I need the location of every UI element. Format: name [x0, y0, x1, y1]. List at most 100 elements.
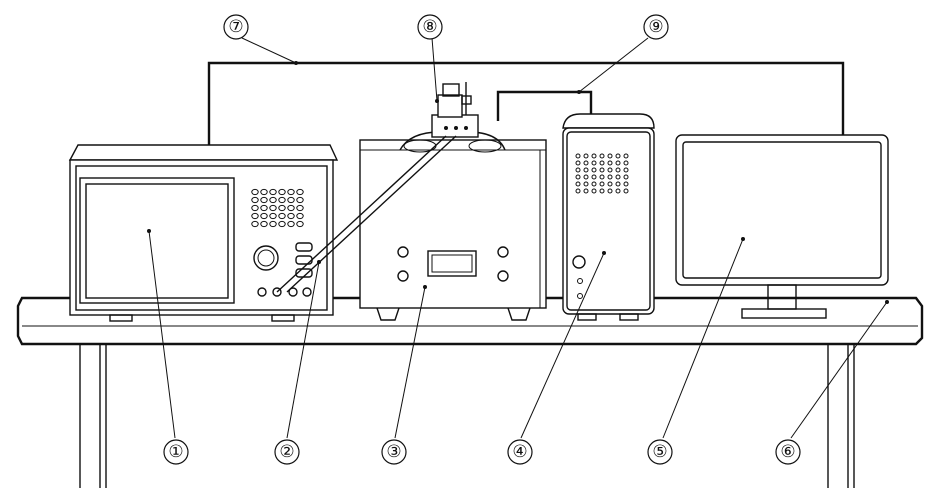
- vent-hole: [583, 153, 589, 159]
- keypad-key: [296, 212, 304, 220]
- keypad-key: [287, 188, 295, 196]
- vent-hole: [623, 188, 629, 194]
- callout-3-label: ③: [386, 442, 401, 462]
- vent-hole: [623, 167, 629, 173]
- callout-4-label: ④: [512, 442, 527, 462]
- keypad-key: [251, 212, 259, 220]
- vent-hole: [575, 167, 581, 173]
- vent-hole: [591, 181, 597, 187]
- callout-5-label: ⑤: [652, 442, 667, 462]
- vent-hole: [575, 174, 581, 180]
- vent-hole: [591, 160, 597, 166]
- vent-hole: [615, 188, 621, 194]
- keypad-key: [296, 204, 304, 212]
- vent-hole: [583, 174, 589, 180]
- callout-7: ⑦: [223, 14, 249, 40]
- vent-hole: [591, 188, 597, 194]
- callout-8: ⑧: [417, 14, 443, 40]
- keypad-key: [278, 212, 286, 220]
- vent-hole: [607, 188, 613, 194]
- keypad-key: [269, 204, 277, 212]
- callout-1-label: ①: [168, 442, 183, 462]
- probe-fixture: [431, 82, 479, 138]
- vent-hole: [623, 181, 629, 187]
- vent-hole: [599, 174, 605, 180]
- table: [16, 296, 924, 488]
- vent-hole: [615, 153, 621, 159]
- vent-hole: [575, 153, 581, 159]
- vent-hole: [599, 153, 605, 159]
- keypad-key: [260, 196, 268, 204]
- vent-hole: [583, 188, 589, 194]
- vent-hole: [583, 181, 589, 187]
- vent-hole: [615, 160, 621, 166]
- vent-hole: [591, 167, 597, 173]
- keypad-key: [251, 188, 259, 196]
- vent-hole: [615, 167, 621, 173]
- keypad-key: [278, 204, 286, 212]
- keypad-key: [296, 188, 304, 196]
- callout-3: ③: [381, 439, 407, 465]
- keypad-key: [296, 196, 304, 204]
- test-chamber-box: [359, 131, 547, 321]
- callout-9: ⑨: [643, 14, 669, 40]
- vent-hole: [615, 181, 621, 187]
- vent-hole: [607, 160, 613, 166]
- vent-hole: [583, 167, 589, 173]
- keypad-key: [287, 204, 295, 212]
- keypad-key: [251, 204, 259, 212]
- keypad-key: [296, 220, 304, 228]
- keypad-key: [260, 188, 268, 196]
- computer-tower: [562, 113, 655, 321]
- keypad-key: [269, 220, 277, 228]
- vent-hole: [599, 160, 605, 166]
- callout-5: ⑤: [647, 439, 673, 465]
- callout-1: ①: [163, 439, 189, 465]
- keypad-key: [278, 220, 286, 228]
- keypad-key: [260, 204, 268, 212]
- cable-9: [496, 90, 593, 121]
- keypad-key: [278, 188, 286, 196]
- vent-hole: [599, 188, 605, 194]
- keypad-key: [251, 196, 259, 204]
- vent-hole: [591, 153, 597, 159]
- keypad-key: [260, 220, 268, 228]
- vent-hole: [591, 174, 597, 180]
- vent-hole: [615, 174, 621, 180]
- instrument-analyzer: [68, 144, 339, 322]
- vent-hole: [599, 181, 605, 187]
- callout-7-label: ⑦: [228, 17, 243, 37]
- vent-hole: [607, 181, 613, 187]
- cable-7: [207, 61, 845, 150]
- vent-hole: [575, 188, 581, 194]
- keypad-grid: [251, 188, 304, 228]
- vent-hole: [607, 153, 613, 159]
- vent-hole: [607, 167, 613, 173]
- coax-cable: [276, 135, 457, 293]
- leader-lines: [147, 37, 889, 439]
- callout-8-label: ⑧: [422, 17, 437, 37]
- callout-6: ⑥: [775, 439, 801, 465]
- callout-2: ②: [274, 439, 300, 465]
- vent-hole: [575, 160, 581, 166]
- callout-9-label: ⑨: [648, 17, 663, 37]
- vent-hole: [607, 174, 613, 180]
- vent-hole: [583, 160, 589, 166]
- keypad-key: [269, 212, 277, 220]
- monitor: [675, 134, 889, 319]
- keypad-key: [278, 196, 286, 204]
- callout-2-label: ②: [279, 442, 294, 462]
- vent-hole: [623, 153, 629, 159]
- vent-hole: [575, 181, 581, 187]
- keypad-key: [287, 212, 295, 220]
- vent-hole: [623, 174, 629, 180]
- vent-hole: [623, 160, 629, 166]
- callout-4: ④: [507, 439, 533, 465]
- callout-6-label: ⑥: [780, 442, 795, 462]
- keypad-key: [251, 220, 259, 228]
- keypad-key: [269, 196, 277, 204]
- keypad-key: [287, 196, 295, 204]
- keypad-key: [260, 212, 268, 220]
- keypad-key: [269, 188, 277, 196]
